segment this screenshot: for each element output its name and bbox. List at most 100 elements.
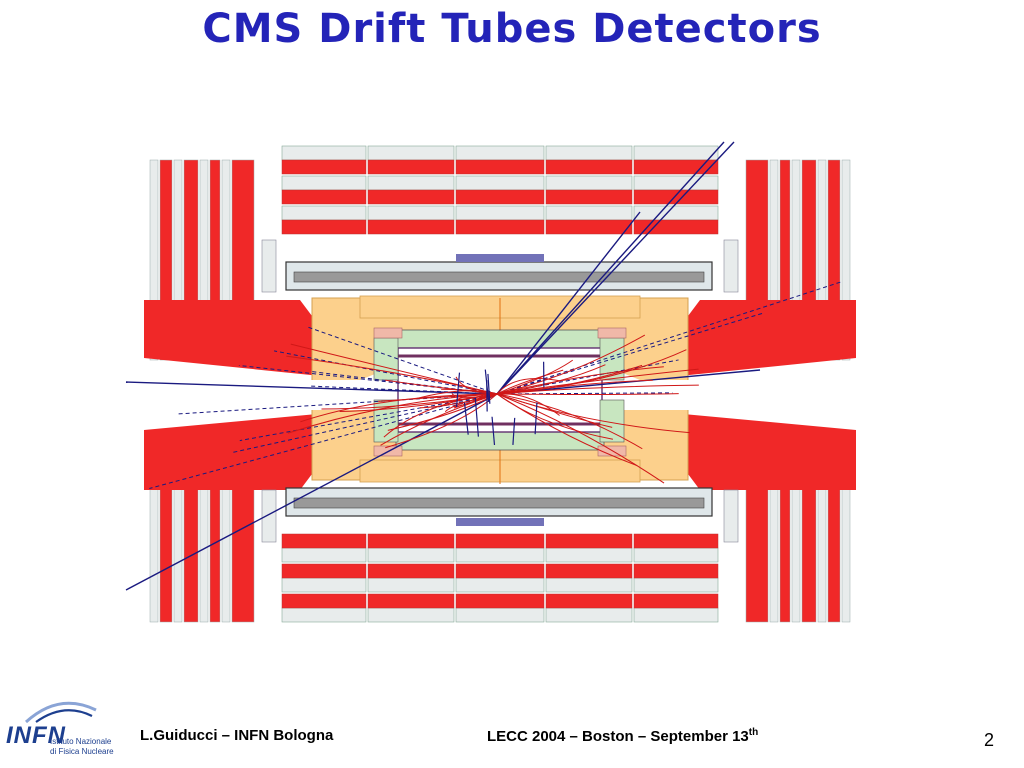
cms-detector-diagram bbox=[125, 141, 860, 623]
muon-track bbox=[125, 381, 498, 395]
barrel-yoke bbox=[633, 219, 719, 235]
barrel-yoke bbox=[281, 159, 367, 175]
barrel-chamber bbox=[633, 607, 719, 623]
charged-track bbox=[496, 366, 664, 395]
footer-author: L.Guiducci – INFN Bologna bbox=[140, 727, 334, 744]
barrel-chamber bbox=[367, 607, 455, 623]
barrel-yoke bbox=[633, 563, 719, 579]
barrel-chamber bbox=[281, 175, 367, 191]
ecal-endcap bbox=[373, 337, 399, 381]
track-segment bbox=[455, 372, 461, 408]
barrel-chamber bbox=[367, 577, 455, 593]
barrel-chamber bbox=[545, 547, 633, 563]
barrel-yoke bbox=[455, 563, 545, 579]
barrel-chamber bbox=[281, 145, 367, 161]
barrel-yoke bbox=[545, 189, 633, 205]
barrel-chamber bbox=[455, 175, 545, 191]
logo-subtitle: Istituto Nazionale di Fisica Nucleare bbox=[50, 737, 114, 757]
track-segment bbox=[534, 402, 538, 435]
barrel-yoke bbox=[455, 593, 545, 609]
barrel-yoke bbox=[367, 189, 455, 205]
barrel-chamber bbox=[633, 145, 719, 161]
flange bbox=[373, 327, 403, 339]
barrel-chamber bbox=[633, 205, 719, 221]
slide-title: CMS Drift Tubes Detectors bbox=[202, 6, 822, 52]
barrel-yoke bbox=[367, 159, 455, 175]
hadron-track bbox=[307, 326, 498, 395]
barrel-chamber bbox=[633, 175, 719, 191]
infn-logo bbox=[24, 701, 97, 724]
ecal-bottom bbox=[395, 431, 605, 451]
solenoid-winding bbox=[293, 271, 705, 283]
logo-arc bbox=[24, 701, 97, 724]
side-chamber bbox=[261, 239, 277, 293]
barrel-yoke bbox=[281, 533, 367, 549]
barrel-yoke bbox=[545, 563, 633, 579]
charged-track bbox=[496, 369, 564, 395]
muon-track bbox=[125, 393, 498, 591]
barrel-chamber bbox=[281, 577, 367, 593]
muon-track bbox=[496, 141, 725, 395]
charged-track bbox=[496, 393, 638, 467]
charged-track bbox=[496, 393, 679, 395]
detector-structure bbox=[140, 145, 860, 623]
charged-track bbox=[496, 393, 613, 428]
hadron-track bbox=[274, 350, 498, 395]
barrel-yoke bbox=[545, 533, 633, 549]
barrel-chamber bbox=[545, 175, 633, 191]
charged-track bbox=[385, 379, 498, 395]
charged-track bbox=[300, 393, 498, 423]
barrel-yoke bbox=[281, 563, 367, 579]
charged-track bbox=[496, 378, 561, 395]
barrel-chamber bbox=[455, 607, 545, 623]
barrel-chamber bbox=[281, 547, 367, 563]
charged-track bbox=[452, 393, 498, 408]
feedthrough-bottom bbox=[456, 518, 544, 526]
hadron-track bbox=[175, 393, 498, 415]
track-segment bbox=[512, 417, 516, 445]
track-segment bbox=[474, 397, 479, 437]
barrel-yoke bbox=[633, 159, 719, 175]
endcap-wedge-top-left bbox=[144, 300, 360, 380]
particle-tracks bbox=[125, 141, 843, 591]
barrel-yoke bbox=[367, 563, 455, 579]
muon-track bbox=[496, 141, 735, 395]
barrel-yoke bbox=[367, 593, 455, 609]
barrel-yoke bbox=[281, 219, 367, 235]
barrel-yoke bbox=[633, 593, 719, 609]
charged-track bbox=[496, 384, 699, 395]
conference-superscript: th bbox=[748, 727, 759, 738]
barrel-yoke bbox=[633, 189, 719, 205]
barrel-yoke bbox=[545, 593, 633, 609]
feedthrough-top bbox=[456, 254, 544, 262]
barrel-yoke bbox=[455, 219, 545, 235]
solenoid-winding bbox=[293, 497, 705, 509]
barrel-chamber bbox=[455, 145, 545, 161]
endcap-column bbox=[841, 159, 851, 361]
barrel-chamber bbox=[367, 145, 455, 161]
barrel-chamber bbox=[455, 205, 545, 221]
charged-track bbox=[451, 393, 498, 398]
barrel-chamber bbox=[367, 547, 455, 563]
hadron-track bbox=[496, 312, 765, 395]
charged-track bbox=[339, 393, 498, 413]
side-chamber bbox=[723, 489, 739, 543]
barrel-yoke bbox=[455, 159, 545, 175]
barrel-yoke bbox=[367, 219, 455, 235]
barrel-chamber bbox=[545, 577, 633, 593]
flange bbox=[597, 327, 627, 339]
barrel-yoke bbox=[455, 533, 545, 549]
barrel-chamber bbox=[281, 607, 367, 623]
charged-track bbox=[287, 393, 498, 434]
track-segment bbox=[487, 373, 491, 404]
barrel-yoke bbox=[281, 189, 367, 205]
barrel-yoke bbox=[633, 533, 719, 549]
track-segment bbox=[463, 402, 469, 435]
barrel-chamber bbox=[455, 547, 545, 563]
endcap-wedge-top-right bbox=[640, 300, 856, 380]
ecal-top bbox=[395, 329, 605, 349]
page-number: 2 bbox=[984, 730, 995, 750]
endcap-wedge-bottom-left bbox=[144, 410, 360, 490]
hadron-track bbox=[496, 280, 843, 395]
barrel-chamber bbox=[633, 547, 719, 563]
